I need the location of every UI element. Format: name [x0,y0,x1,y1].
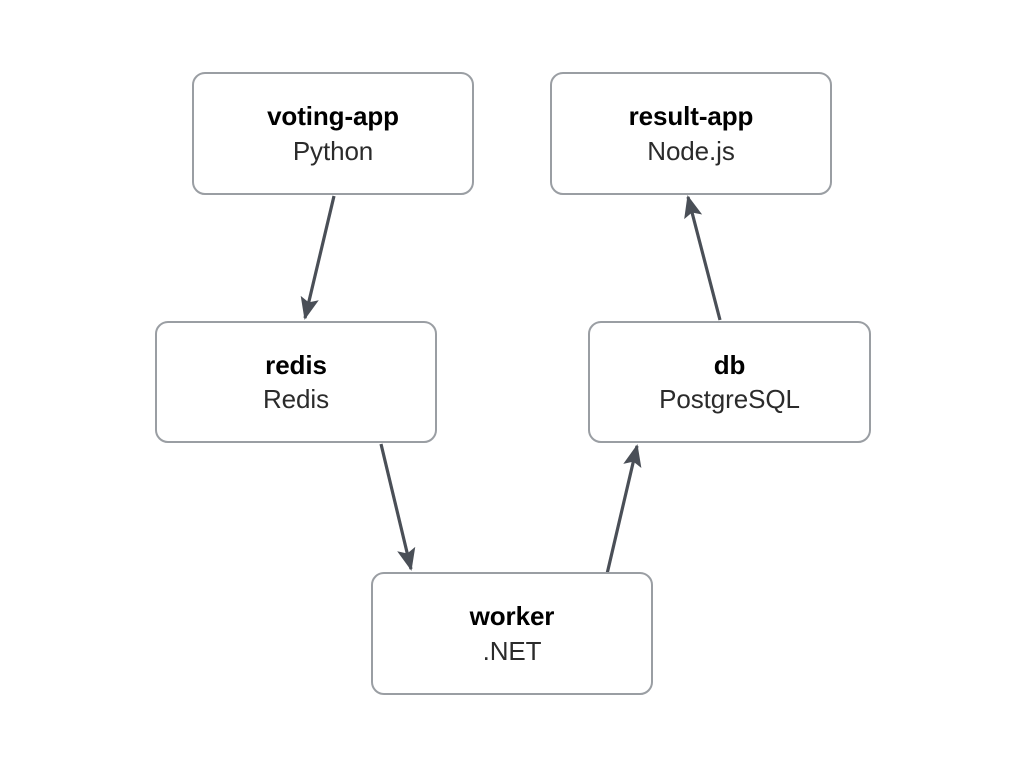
node-voting-app-name: voting-app [267,101,399,132]
node-db-tech: PostgreSQL [659,384,800,414]
node-redis-name: redis [265,349,327,380]
edge-redis-to-worker [379,443,416,571]
edge-worker-to-db [605,444,642,575]
node-worker-tech: .NET [482,635,542,666]
node-result-app[interactable]: result-app Node.js [550,72,832,195]
node-db-name: db [713,349,746,380]
node-worker-name: worker [469,601,555,632]
edge-voting-app-to-redis [300,195,336,320]
node-worker[interactable]: worker .NET [371,572,653,695]
node-voting-app[interactable]: voting-app Python [192,72,474,195]
node-redis[interactable]: redis Redis [155,321,437,443]
node-redis-tech: Redis [263,384,329,414]
node-voting-app-tech: Python [292,135,374,166]
edge-db-to-result-app [684,195,722,321]
node-db[interactable]: db PostgreSQL [588,321,871,443]
node-result-app-name: result-app [628,101,754,132]
node-result-app-tech: Node.js [647,135,735,166]
